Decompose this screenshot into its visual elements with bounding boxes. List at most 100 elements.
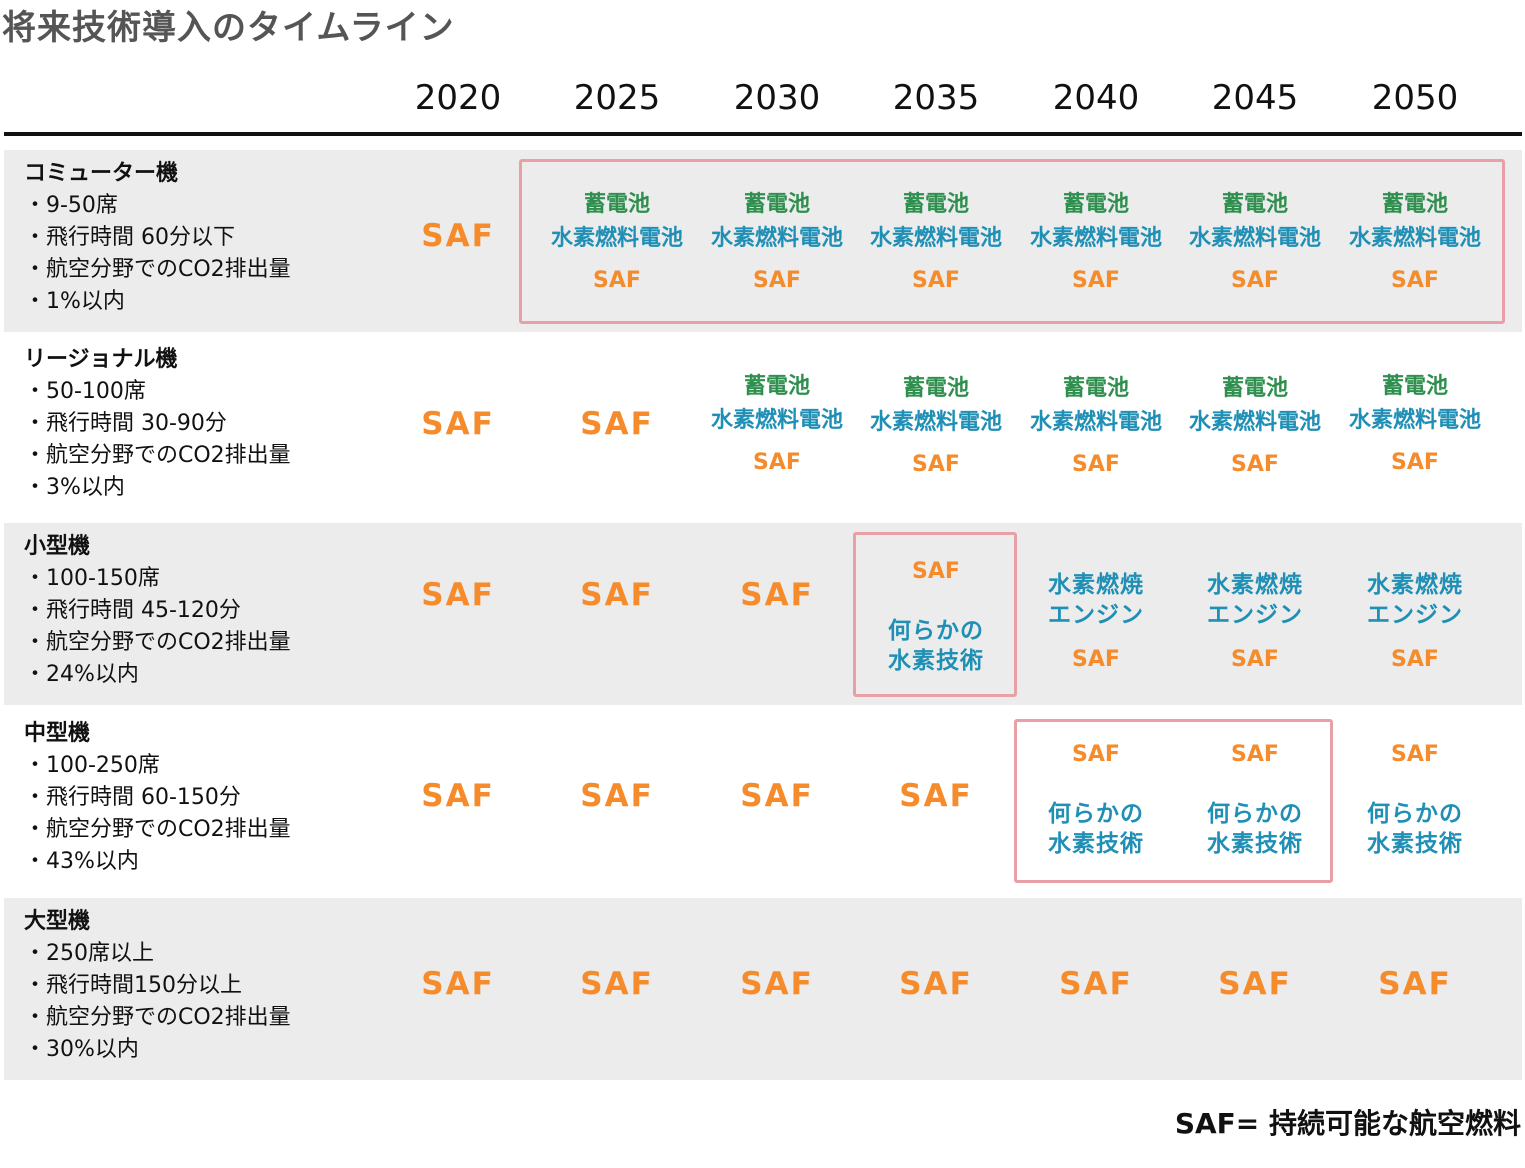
saf-label: SAF <box>912 452 960 477</box>
row-detail: ・飛行時間 60分以下 <box>24 225 235 250</box>
saf-label: SAF <box>1072 742 1120 767</box>
row-name: 大型機 <box>24 909 91 934</box>
cell-2045: SAF 何らかの 水素技術 <box>1175 742 1335 858</box>
cell-2035: SAF 何らかの 水素技術 <box>856 559 1016 675</box>
battery-label: 蓄電池 <box>1221 376 1288 401</box>
cell-2050: 水素燃焼 エンジン SAF <box>1335 565 1495 672</box>
cell-2030: SAF <box>697 778 857 814</box>
saf-label: SAF <box>1391 450 1439 475</box>
saf-label: SAF <box>740 778 814 814</box>
battery-label: 蓄電池 <box>1221 192 1288 217</box>
fuel-cell-label: 水素燃料電池 <box>1029 226 1162 251</box>
row-detail: ・9-50席 <box>24 193 118 218</box>
saf-label: SAF <box>1378 966 1452 1002</box>
h2-tech-label: 何らかの <box>1048 801 1144 827</box>
cell-2045: 水素燃焼 エンジン SAF <box>1175 565 1335 672</box>
footnote: SAF= 持続可能な航空燃料 <box>1174 1107 1521 1140</box>
h2-burn-label: エンジン <box>1048 602 1144 628</box>
h2-burn-label: 水素燃焼 <box>1207 572 1303 598</box>
fuel-cell-label: 水素燃料電池 <box>869 226 1002 251</box>
cell-2025: SAF <box>537 577 697 613</box>
h2-tech-label: 何らかの <box>1207 801 1303 827</box>
cell-2045: 蓄電池 水素燃料電池 SAF <box>1175 186 1335 293</box>
saf-label: SAF <box>912 559 960 584</box>
battery-label: 蓄電池 <box>902 192 969 217</box>
battery-label: 蓄電池 <box>1062 192 1129 217</box>
cell-2020: SAF <box>378 406 538 442</box>
row-detail: ・飛行時間 30-90分 <box>24 411 227 436</box>
row-detail: ・24%以内 <box>24 662 139 687</box>
battery-label: 蓄電池 <box>583 192 650 217</box>
cell-2040: 水素燃焼 エンジン SAF <box>1016 565 1176 672</box>
year-2050: 2050 <box>1371 78 1459 118</box>
saf-label: SAF <box>580 577 654 613</box>
battery-label: 蓄電池 <box>1062 376 1129 401</box>
saf-label: SAF <box>1391 742 1439 767</box>
row-detail: ・100-250席 <box>24 753 160 778</box>
row-detail: ・航空分野でのCO2排出量 <box>24 1005 291 1030</box>
row-label: 中型機 ・100-250席 ・飛行時間 60-150分 ・航空分野でのCO2排出… <box>24 718 291 878</box>
saf-label: SAF <box>421 218 495 254</box>
cell-2050: SAF <box>1335 966 1495 1002</box>
h2-burn-label: 水素燃焼 <box>1048 572 1144 598</box>
row-detail: ・250席以上 <box>24 941 154 966</box>
cell-2040: SAF <box>1016 966 1176 1002</box>
row-name: コミューター機 <box>24 161 179 186</box>
fuel-cell-label: 水素燃料電池 <box>1029 410 1162 435</box>
saf-label: SAF <box>912 268 960 293</box>
cell-2025: 蓄電池 水素燃料電池 SAF <box>537 186 697 293</box>
fuel-cell-label: 水素燃料電池 <box>710 408 843 433</box>
saf-label: SAF <box>1231 742 1279 767</box>
cell-2030: 蓄電池 水素燃料電池 SAF <box>697 186 857 293</box>
h2-tech-label: 水素技術 <box>1207 831 1303 857</box>
saf-label: SAF <box>1072 268 1120 293</box>
cell-2030: SAF <box>697 577 857 613</box>
battery-label: 蓄電池 <box>1381 192 1448 217</box>
row-small: 小型機 ・100-150席 ・飛行時間 45-120分 ・航空分野でのCO2排出… <box>4 523 1522 705</box>
saf-label: SAF <box>740 966 814 1002</box>
fuel-cell-label: 水素燃料電池 <box>550 226 683 251</box>
saf-label: SAF <box>899 966 973 1002</box>
cell-2020: SAF <box>378 218 538 254</box>
saf-label: SAF <box>1218 966 1292 1002</box>
row-regional: リージョナル機 ・50-100席 ・飛行時間 30-90分 ・航空分野でのCO2… <box>4 334 1522 520</box>
row-detail: ・飛行時間150分以上 <box>24 973 242 998</box>
h2-burn-label: エンジン <box>1367 602 1463 628</box>
row-detail: ・飛行時間 60-150分 <box>24 785 241 810</box>
cell-2020: SAF <box>378 577 538 613</box>
row-medium: 中型機 ・100-250席 ・飛行時間 60-150分 ・航空分野でのCO2排出… <box>4 708 1522 896</box>
row-label: 大型機 ・250席以上 ・飛行時間150分以上 ・航空分野でのCO2排出量 ・3… <box>24 906 291 1066</box>
row-detail: ・航空分野でのCO2排出量 <box>24 443 291 468</box>
saf-label: SAF <box>1231 268 1279 293</box>
h2-burn-label: 水素燃焼 <box>1367 572 1463 598</box>
cell-2025: SAF <box>537 966 697 1002</box>
saf-label: SAF <box>753 450 801 475</box>
row-detail: ・航空分野でのCO2排出量 <box>24 257 291 282</box>
row-detail: ・1%以内 <box>24 289 125 314</box>
saf-label: SAF <box>421 577 495 613</box>
page-title: 将来技術導入のタイムライン <box>2 8 455 48</box>
row-detail: ・43%以内 <box>24 849 139 874</box>
year-2040: 2040 <box>1052 78 1140 118</box>
highlight-box <box>1014 719 1333 883</box>
row-detail: ・30%以内 <box>24 1037 139 1062</box>
battery-label: 蓄電池 <box>743 192 810 217</box>
saf-label: SAF <box>1072 452 1120 477</box>
fuel-cell-label: 水素燃料電池 <box>1188 410 1321 435</box>
year-header: 2020 2025 2030 2035 2040 2045 2050 <box>0 78 1525 126</box>
saf-label: SAF <box>740 577 814 613</box>
fuel-cell-label: 水素燃料電池 <box>1348 408 1481 433</box>
row-detail: ・航空分野でのCO2排出量 <box>24 630 291 655</box>
highlight-box <box>519 159 1505 324</box>
row-commuter: コミューター機 ・9-50席 ・飛行時間 60分以下 ・航空分野でのCO2排出量… <box>4 150 1522 332</box>
h2-tech-label: 何らかの <box>1367 801 1463 827</box>
cell-2040: 蓄電池 水素燃料電池 SAF <box>1016 186 1176 293</box>
row-name: リージョナル機 <box>24 347 178 372</box>
cell-2040: SAF 何らかの 水素技術 <box>1016 742 1176 858</box>
fuel-cell-label: 水素燃料電池 <box>1188 226 1321 251</box>
saf-label: SAF <box>753 268 801 293</box>
year-2025: 2025 <box>573 78 661 118</box>
saf-label: SAF <box>421 778 495 814</box>
cell-2025: SAF <box>537 406 697 442</box>
battery-label: 蓄電池 <box>902 376 969 401</box>
